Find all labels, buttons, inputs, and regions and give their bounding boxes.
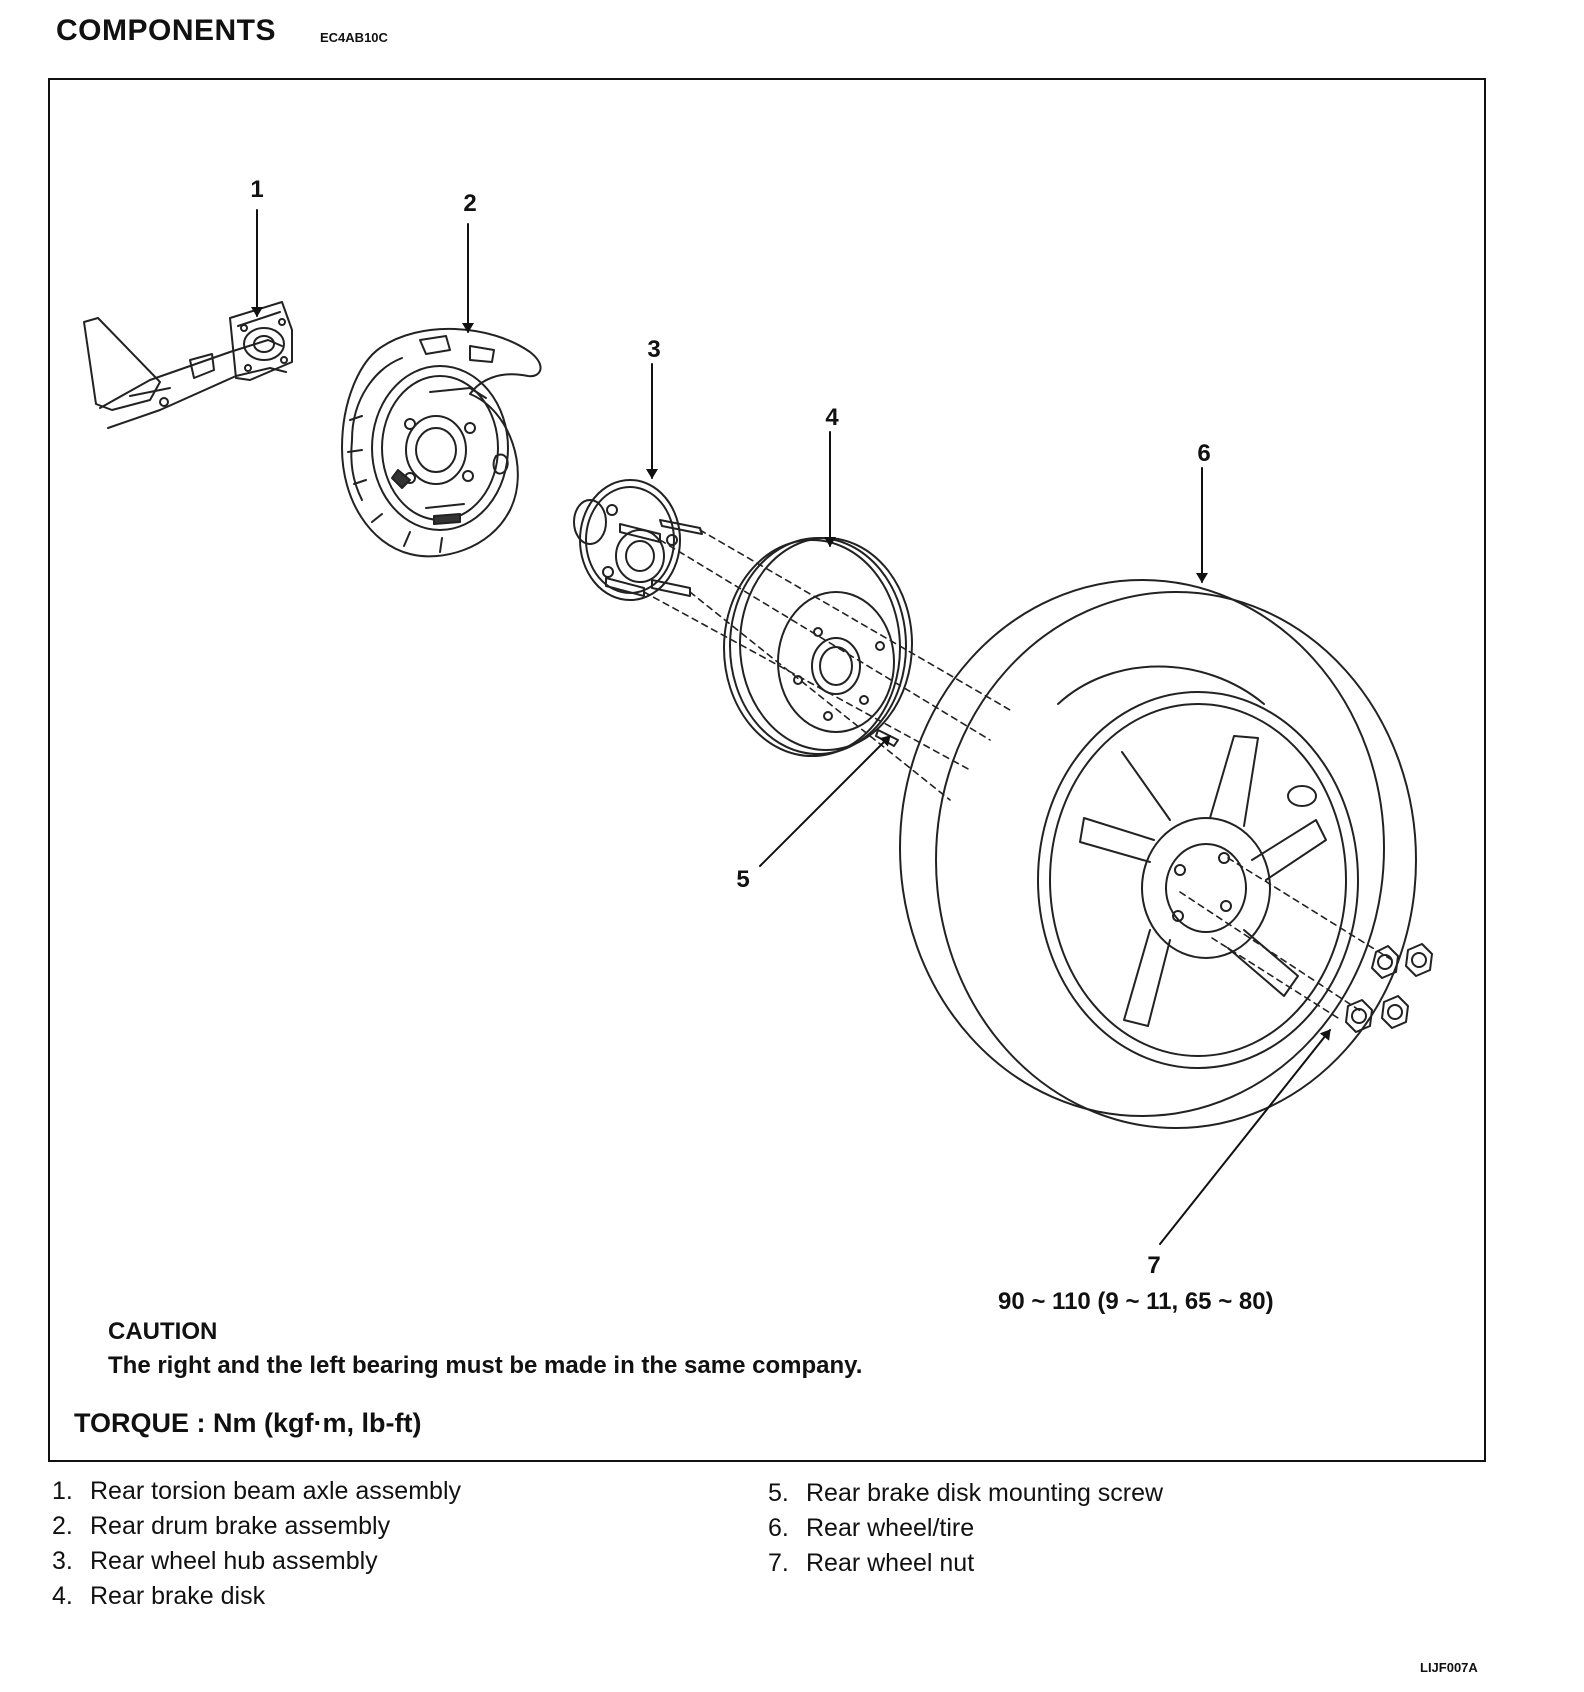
drum-brake-assembly-drawing: [341, 327, 542, 558]
legend-item: 3.Rear wheel hub assembly: [52, 1547, 378, 1575]
section-code: EC4AB10C: [320, 30, 388, 45]
wheel-tire-drawing: [899, 579, 1417, 1129]
brake-disk-drawing: [723, 537, 913, 757]
legend-item: 4.Rear brake disk: [52, 1582, 266, 1610]
wheel-nuts-drawing: [1345, 943, 1433, 1033]
callout-7: 7: [1147, 1252, 1161, 1279]
page-title: COMPONENTS: [56, 14, 277, 47]
caution-title: CAUTION: [108, 1318, 218, 1345]
legend-item: 2.Rear drum brake assembly: [52, 1512, 391, 1540]
callout-1: 1: [250, 176, 264, 203]
legend-item: 5.Rear brake disk mounting screw: [768, 1479, 1164, 1507]
callout-6: 6: [1197, 440, 1211, 467]
legend-list-left: 1.Rear torsion beam axle assembly 2.Rear…: [52, 1474, 461, 1614]
wheel-nut-torque-value: 90 ~ 110 (9 ~ 11, 65 ~ 80): [998, 1288, 1274, 1315]
torque-unit-note: TORQUE : Nm (kgf·m, lb-ft): [74, 1408, 422, 1438]
legend-item: 7.Rear wheel nut: [768, 1549, 975, 1577]
caution-text: The right and the left bearing must be m…: [108, 1352, 863, 1379]
legend-item: 6.Rear wheel/tire: [768, 1514, 975, 1542]
callout-5: 5: [736, 866, 750, 893]
figure-code: LIJF007A: [1420, 1660, 1478, 1675]
leader-arrows: [251, 209, 1331, 1245]
wheel-hub-assembly-drawing: [573, 479, 703, 601]
legend-list-right: 5.Rear brake disk mounting screw 6.Rear …: [768, 1476, 1163, 1581]
callout-2: 2: [463, 190, 477, 217]
alignment-lines: [643, 529, 1393, 1019]
legend-item: 1.Rear torsion beam axle assembly: [52, 1477, 461, 1505]
torsion-beam-axle-drawing: [83, 301, 293, 429]
callout-4: 4: [825, 404, 839, 431]
leader-arrow-7: [1159, 1029, 1331, 1245]
leader-arrow-5: [759, 735, 891, 867]
diagram-frame: [48, 78, 1486, 1462]
callout-3: 3: [647, 336, 661, 363]
